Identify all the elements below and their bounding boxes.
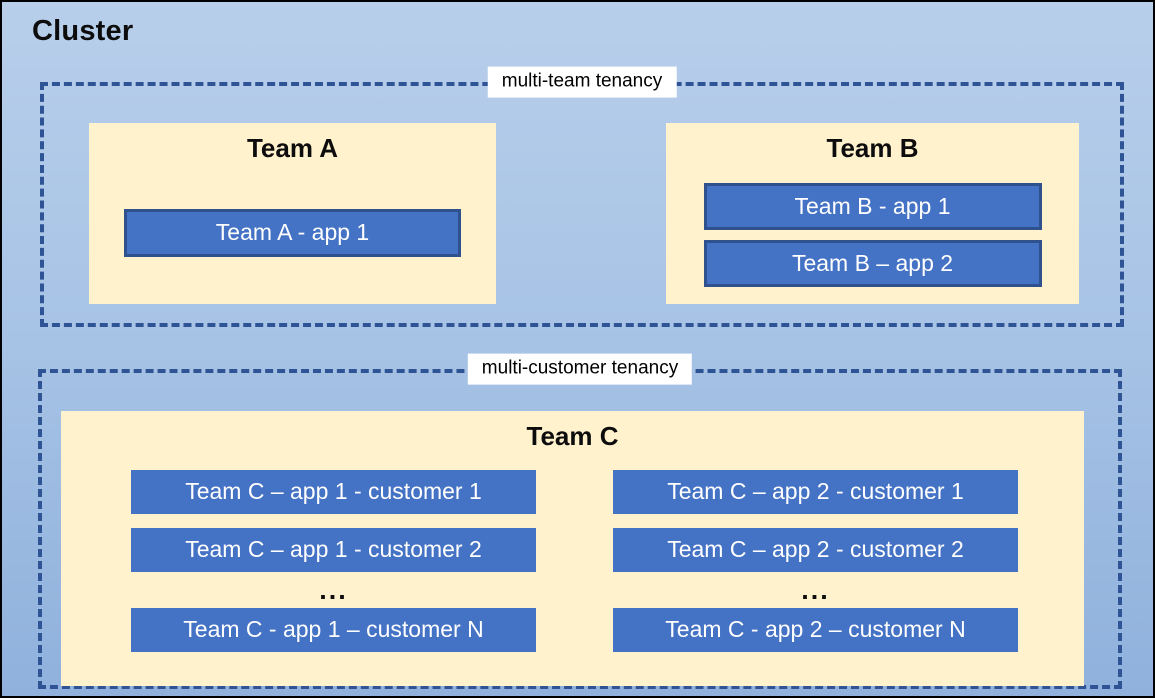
team-c-title: Team C	[526, 421, 619, 451]
team-c-app1-column: Team C – app 1 - customer 1 Team C – app…	[131, 469, 536, 652]
team-c-app1-customerN-box: Team C - app 1 – customer N	[131, 607, 536, 652]
team-a-box: Team A Team A - app 1	[89, 123, 496, 304]
team-b-title: Team B	[826, 133, 919, 163]
team-c-app2-customerN-box: Team C - app 2 – customer N	[613, 607, 1018, 652]
team-c-app2-column: Team C – app 2 - customer 1 Team C – app…	[613, 469, 1018, 652]
team-b-app-2-box: Team B – app 2	[703, 239, 1042, 287]
cluster-title: Cluster	[32, 15, 134, 47]
multi-team-tenancy-group: multi-team tenancy Team A Team A - app 1…	[40, 66, 1124, 327]
team-b-box: Team B Team B - app 1 Team B – app 2	[666, 123, 1079, 304]
team-c-app1-customer2-box: Team C – app 1 - customer 2	[131, 527, 536, 572]
team-c-app1-customer1-box: Team C – app 1 - customer 1	[131, 469, 536, 514]
team-c-app2-customer1-box: Team C – app 2 - customer 1	[613, 469, 1018, 514]
multi-team-tenancy-label: multi-team tenancy	[487, 66, 677, 98]
multi-customer-tenancy-label: multi-customer tenancy	[467, 353, 693, 385]
team-a-app-1-box: Team A - app 1	[124, 208, 461, 257]
team-b-app-1-box: Team B - app 1	[703, 182, 1042, 230]
team-c-app2-ellipsis: ...	[801, 574, 830, 605]
team-c-app1-ellipsis: ...	[319, 574, 348, 605]
team-a-title: Team A	[246, 133, 339, 163]
team-c-app2-customer2-box: Team C – app 2 - customer 2	[613, 527, 1018, 572]
team-c-box: Team C Team C – app 1 - customer 1 Team …	[61, 411, 1084, 686]
multi-customer-tenancy-group: multi-customer tenancy Team C Team C – a…	[38, 353, 1122, 689]
team-c-columns: Team C – app 1 - customer 1 Team C – app…	[61, 469, 1084, 652]
